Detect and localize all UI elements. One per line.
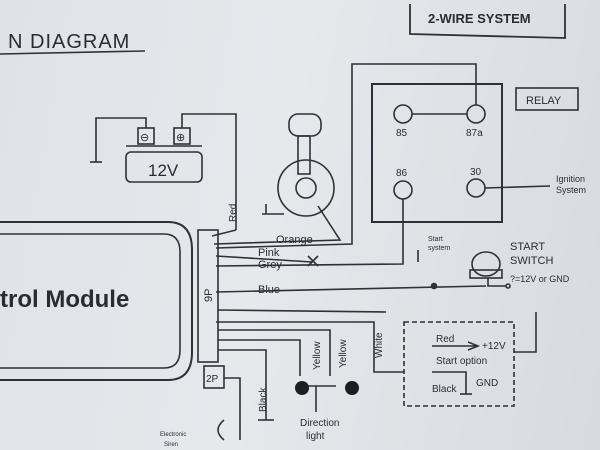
start-option-black: Black <box>432 384 457 395</box>
ignition-switch-body <box>277 159 335 217</box>
start-switch-line2: SWITCH <box>510 255 553 267</box>
start-switch-base <box>469 269 503 279</box>
relay-pin-86-label: 86 <box>396 168 408 179</box>
relay-30-wire <box>484 185 551 189</box>
relay-pin-87a-label: 87a <box>466 128 483 139</box>
wire-label-pink: Pink <box>258 247 280 259</box>
connector-2p-label: 2P <box>206 374 219 385</box>
start-system-line2: system <box>428 245 450 252</box>
spare-wire-1 <box>217 309 387 313</box>
start-option-wire <box>514 312 537 353</box>
title-underline <box>0 50 146 55</box>
start-option-box <box>403 321 515 407</box>
siren-horn <box>217 419 225 441</box>
start-option-plus: +12V <box>482 341 506 352</box>
direction-light-line2: light <box>306 431 325 442</box>
direction-light-line1: Direction <box>300 418 339 429</box>
connector-9p-label: 9P <box>203 289 215 302</box>
direction-light-left-icon <box>295 381 309 395</box>
electronic-siren-line1: Electronic <box>160 432 186 438</box>
direction-light-right-icon <box>345 381 359 395</box>
start-option-gnd-label: GND <box>476 378 498 389</box>
control-module-inner <box>0 233 181 369</box>
system-label: 2-WIRE SYSTEM <box>428 11 531 26</box>
yellow-wire-right <box>218 329 331 376</box>
wire-label-yellow-left: Yellow <box>312 341 323 370</box>
siren-wire <box>224 377 241 440</box>
start-option-label: Start option <box>436 356 487 367</box>
wire-label-grey: Grey <box>258 259 282 271</box>
start-switch-note: ?=12V or GND <box>510 274 570 284</box>
relay-pin-85-label: 85 <box>396 128 408 139</box>
wire-label-black: Black <box>258 387 269 412</box>
relay-pin-30 <box>466 178 486 198</box>
battery-voltage: 12V <box>148 161 179 180</box>
diagram-title: N DIAGRAM <box>8 31 130 53</box>
ignition-key-blade <box>297 135 311 175</box>
relay-87a-wire <box>215 63 477 249</box>
pink-wire-cut <box>307 255 319 267</box>
wire-label-blue: Blue <box>258 284 280 296</box>
start-switch-terminal <box>505 283 511 289</box>
battery-body <box>125 151 203 183</box>
battery-ground-wire <box>95 117 147 162</box>
grey-wire <box>215 199 404 267</box>
relay-pin-87a <box>466 104 486 124</box>
battery-plus: ⊕ <box>176 132 185 144</box>
blue-junction <box>430 282 438 290</box>
module-label: trol Module <box>0 286 129 313</box>
red-wire-battery <box>181 113 237 230</box>
electronic-siren-line2: Siren <box>164 442 178 448</box>
relay-label: RELAY <box>526 95 562 107</box>
start-switch-output <box>487 278 506 287</box>
start-option-red: Red <box>436 334 454 345</box>
ignition-system-line1: Ignition <box>556 174 585 184</box>
white-wire <box>216 321 404 373</box>
red-wire-to-connector <box>211 229 237 237</box>
wire-label-white: White <box>374 332 385 358</box>
pink-wire <box>215 255 313 263</box>
relay-label-box <box>515 87 579 111</box>
battery-minus: ⊖ <box>140 132 149 144</box>
start-switch-line1: START <box>510 241 545 253</box>
blue-wire <box>215 285 487 293</box>
wire-label-orange: Orange <box>276 234 313 246</box>
connector-9p <box>197 229 219 363</box>
orange-wire <box>213 205 342 245</box>
wire-label-red: Red <box>228 204 239 222</box>
wire-label-yellow-right: Yellow <box>338 339 349 368</box>
relay-box <box>371 83 503 223</box>
relay-pin-85 <box>393 104 413 124</box>
relay-pin-86 <box>393 180 413 200</box>
control-module-body <box>0 221 193 381</box>
ignition-switch-core <box>295 177 317 199</box>
black-wire <box>218 349 267 420</box>
start-option-black-line <box>432 371 467 394</box>
ignition-key-head <box>288 113 322 137</box>
system-box <box>409 4 566 39</box>
ignition-system-line2: System <box>556 185 586 195</box>
start-switch-body <box>471 251 501 277</box>
yellow-wire-left <box>218 339 301 376</box>
start-option-red-arrow <box>432 341 481 351</box>
relay-pin-30-label: 30 <box>470 167 482 178</box>
start-system-line1: Start <box>428 236 443 243</box>
connector-2p <box>203 365 225 389</box>
